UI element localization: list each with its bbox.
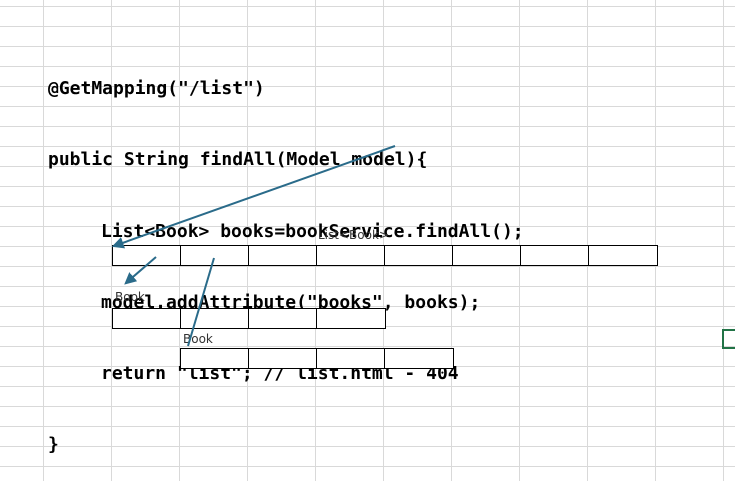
cell1-to-book-arrow bbox=[124, 256, 157, 285]
code-line-add-attribute: model.addAttribute("books", books); bbox=[101, 291, 481, 313]
array-cell bbox=[113, 246, 181, 265]
book-object-2 bbox=[180, 348, 454, 369]
array-cell bbox=[385, 246, 453, 265]
array-cell bbox=[181, 309, 249, 328]
array-cell bbox=[249, 246, 317, 265]
code-line-annotation: @GetMapping("/list") bbox=[48, 78, 265, 99]
array-cell bbox=[181, 349, 249, 368]
array-cell bbox=[317, 349, 385, 368]
array-cell bbox=[181, 246, 249, 265]
code-line-closing-brace: } bbox=[48, 434, 59, 456]
array-cell bbox=[249, 349, 317, 368]
book-label-1: Book bbox=[115, 290, 145, 304]
code-line-method-signature: public String findAll(Model model){ bbox=[48, 149, 428, 171]
array-cell bbox=[249, 309, 317, 328]
array-cell bbox=[453, 246, 521, 265]
list-book-label: List<Book> bbox=[318, 228, 389, 242]
list-book-array bbox=[112, 245, 658, 266]
cell2-to-book-arrow bbox=[187, 257, 215, 347]
selected-cell[interactable] bbox=[722, 329, 735, 349]
book-object-1 bbox=[112, 308, 386, 329]
array-cell bbox=[521, 246, 589, 265]
array-cell bbox=[113, 309, 181, 328]
books-to-list-arrow bbox=[111, 145, 396, 249]
reference-arrows bbox=[111, 145, 396, 347]
array-cell bbox=[317, 246, 385, 265]
